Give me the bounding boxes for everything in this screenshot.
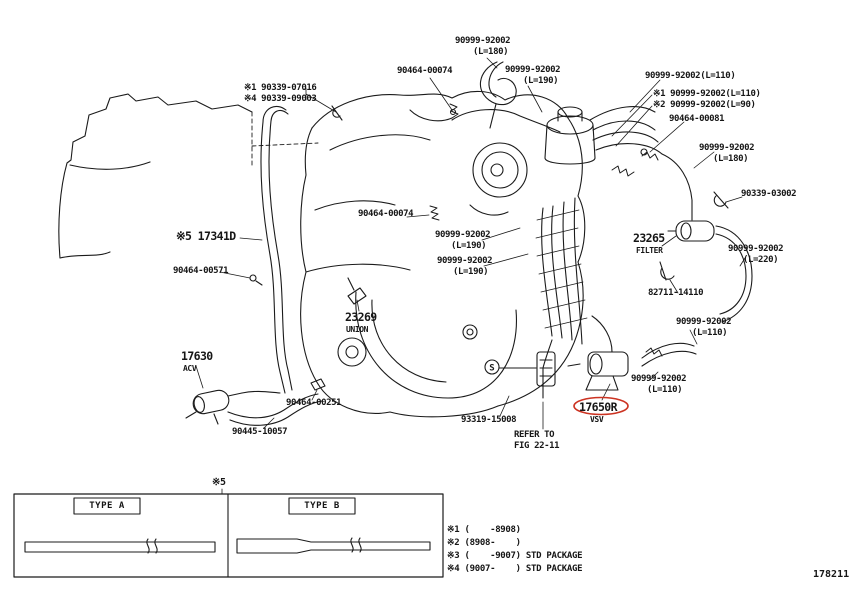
legend-note-1: ※1 ( -8908) bbox=[447, 525, 521, 535]
label-93319-15008: 93319-15008 bbox=[461, 415, 517, 425]
legend-note-4: ※4 (9007- ) STD PACKAGE bbox=[447, 564, 583, 574]
label-hose-90999-92002-L190-c1: 90999-92002(L=190) bbox=[435, 230, 491, 252]
table-header-type-a: TYPE A bbox=[89, 501, 125, 511]
label-hose-90999-92002-L220: 90999-92002(L=220) bbox=[728, 244, 784, 266]
label-90339-03002: 90339-03002 bbox=[741, 189, 797, 199]
legend-note-3: ※3 ( -9007) STD PACKAGE bbox=[447, 551, 583, 561]
label-90445-10057: 90445-10057 bbox=[232, 427, 288, 437]
label-table-ref-star5: ※5 bbox=[212, 477, 226, 488]
label-90464-00571: 90464-00571 bbox=[173, 266, 229, 276]
label-clip-90339-07016: ※1 90339-07016 bbox=[244, 83, 317, 93]
engine-outline bbox=[311, 90, 569, 129]
label-pipe-17341d: ※5 17341D bbox=[176, 229, 236, 243]
label-hose-90999-92002-L110-topright: 90999-92002(L=110) bbox=[645, 71, 736, 81]
table-header-type-b: TYPE B bbox=[304, 501, 340, 511]
highlight-oval bbox=[573, 396, 629, 416]
pipe-17341d bbox=[260, 121, 286, 394]
circled-s-label: S bbox=[489, 364, 494, 374]
label-hose-90999-92002-L190-top: 90999-92002(L=190) bbox=[505, 65, 561, 87]
label-clip-90339-09003: ※4 90339-09003 bbox=[244, 94, 317, 104]
label-hose-90999-92002-L190-c2: 90999-92002(L=190) bbox=[437, 256, 493, 278]
label-90464-00074-mid: 90464-00074 bbox=[358, 209, 414, 219]
label-hose-90999-92002-L110-r1: 90999-92002(L=110) bbox=[676, 317, 732, 339]
legend-note-2: ※2 (8908- ) bbox=[447, 538, 521, 548]
label-hose-90999-92002-L110-r2: 90999-92002(L=110) bbox=[631, 374, 687, 396]
label-90464-00081: 90464-00081 bbox=[669, 114, 725, 124]
body-outline bbox=[58, 93, 253, 259]
label-hose-star2-L90: ※2 90999-92002(L=90) bbox=[653, 100, 756, 110]
figure-number: 178211 bbox=[813, 569, 850, 580]
label-82711-14110: 82711-14110 bbox=[648, 288, 704, 298]
label-90464-00074-top: 90464-00074 bbox=[397, 66, 453, 76]
label-hose-90999-92002-L180-right: 90999-92002(L=180) bbox=[699, 143, 755, 165]
label-90464-00251: 90464-00251 bbox=[286, 398, 342, 408]
label-hose-90999-92002-L180-top: 90999-92002(L=180) bbox=[455, 36, 511, 58]
label-hose-star1-L110: ※1 90999-92002(L=110) bbox=[653, 89, 761, 99]
